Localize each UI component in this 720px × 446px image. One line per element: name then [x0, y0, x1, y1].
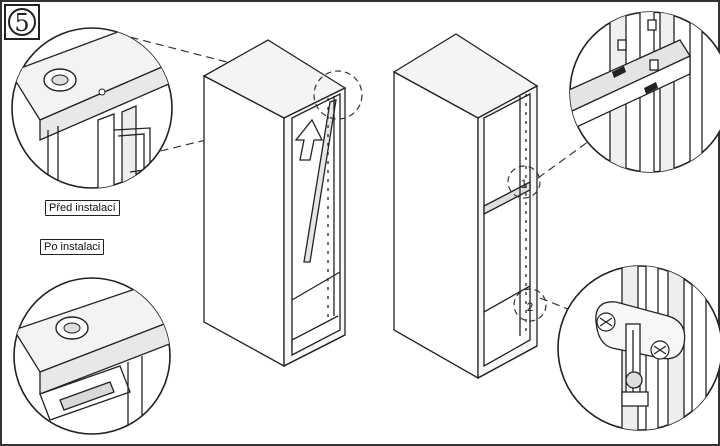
detail-before-installation — [11, 27, 173, 189]
label-before-installation: Před instalací — [45, 200, 120, 216]
callout-rings-right-cabinet — [507, 165, 547, 322]
detail-bracket-mount — [557, 265, 720, 431]
detail-crossbar-mount — [569, 11, 720, 173]
screw-icon — [596, 312, 670, 360]
screw-icon — [612, 66, 658, 94]
cabinet-before — [202, 39, 347, 368]
detail-after-installation — [13, 277, 171, 435]
label-after-installation: Po instalaci — [40, 239, 105, 255]
cabinet-after — [392, 33, 539, 380]
callout-number-top: 1 — [521, 177, 528, 191]
step-number-badge: 5 — [4, 4, 40, 40]
callout-number-bottom: 2 — [527, 300, 534, 314]
step-number: 5 — [14, 9, 29, 37]
insert-arrow-icon — [294, 118, 324, 161]
callout-ring-top-left-cabinet — [313, 70, 363, 120]
